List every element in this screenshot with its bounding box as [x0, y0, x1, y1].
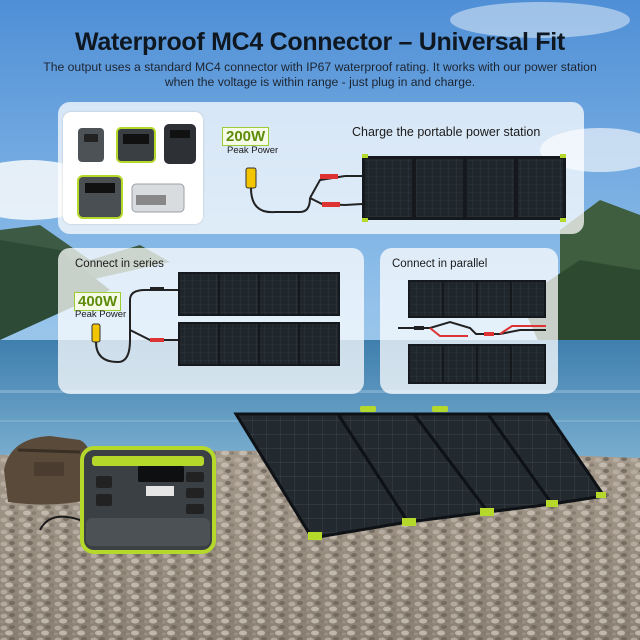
series-solar-panels [178, 272, 340, 366]
charge-label: Charge the portable power station [352, 125, 541, 139]
series-wiring [91, 287, 178, 364]
power-rating-400: 400W [74, 292, 122, 311]
headline: Waterproof MC4 Connector – Universal Fit [75, 28, 565, 56]
series-label: Connect in series [75, 258, 164, 270]
power-caption-400: Peak Power [75, 309, 127, 320]
parallel-solar-panels [408, 280, 546, 384]
top-panel-wiring [245, 167, 363, 214]
parallel-label: Connect in parallel [392, 258, 488, 270]
foreground-solar-panel [233, 406, 607, 540]
description: The output uses a standard MC4 connector… [43, 60, 597, 89]
power-caption-200: Peak Power [227, 145, 279, 156]
foreground-power-station [39, 446, 216, 554]
canvas-bag [4, 436, 92, 505]
parallel-wiring [398, 320, 546, 337]
power-station-icons [77, 124, 196, 219]
top-solar-panel [362, 154, 566, 222]
power-rating-200: 200W [222, 127, 270, 146]
